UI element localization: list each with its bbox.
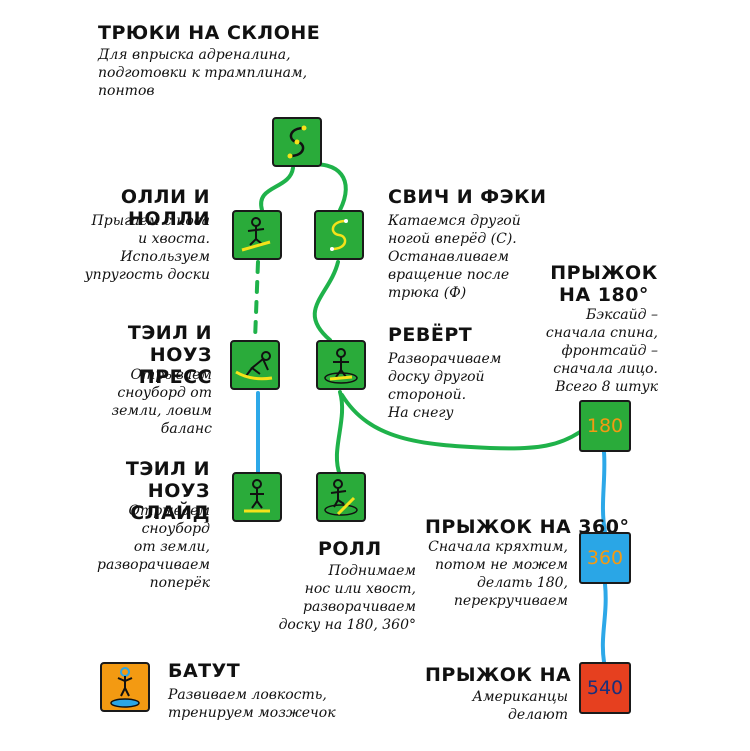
jump540-node: 540: [579, 662, 631, 714]
press-node: [230, 340, 280, 390]
jump360-title: ПРЫЖОК НА 360°: [425, 516, 630, 538]
link-360-to-540: [600, 582, 608, 664]
revert-desc: Разворачиваем доску другой стороной. На …: [388, 351, 502, 421]
revert-title: РЕВЁРТ: [388, 324, 473, 346]
link-root-to-olli: [259, 166, 295, 212]
roll-title: РОЛЛ: [318, 538, 382, 560]
jumping-boarder-icon: [241, 217, 271, 252]
page-subtitle: Для впрыска адреналина, подготовки к тра…: [98, 47, 308, 99]
link-switch-to-revert: [312, 260, 340, 342]
jump540-desc: Американцы делают: [472, 689, 568, 723]
roll-desc: Поднимаем нос или хвост, разворачиваем д…: [278, 563, 416, 633]
switch-node: [314, 210, 364, 260]
olli-node: [232, 210, 282, 260]
slide-desc: Отрываем сноуборд от земли, разворачивае…: [97, 503, 210, 591]
s-curve-icon: [330, 219, 348, 251]
switch-desc: Катаемся другой ногой вперёд (С). Остана…: [388, 213, 521, 301]
roll-boarder-icon: [324, 479, 358, 516]
slide-boarder-icon: [244, 479, 270, 513]
link-olli-to-press: [253, 260, 260, 342]
jump360-desc: Сначала кряхтим, потом не можем делать 1…: [428, 539, 568, 609]
link-180-to-360: [600, 450, 607, 534]
root-node: [272, 117, 322, 167]
olli-title: ОЛЛИ И НОЛЛИ: [120, 186, 210, 230]
press-desc: Отрываем сноуборд от земли, ловим баланс: [111, 367, 212, 437]
trampoline-node: [100, 662, 150, 712]
trampoline-jumper-icon: [110, 667, 140, 708]
slide-title: ТЭИЛ И НОУЗ СЛАЙД: [125, 458, 210, 524]
trampoline-title: БАТУТ: [168, 660, 241, 682]
jump180-title: ПРЫЖОК НА 180°: [550, 262, 658, 306]
s-curve-icon: [287, 125, 307, 159]
jump180-node: 180: [579, 400, 631, 452]
jump360-node: 360: [579, 532, 631, 584]
press-boarder-icon: [235, 351, 273, 381]
link-revert-to-roll: [334, 390, 345, 477]
olli-desc: Прыгаем с носа и хвоста. Используем упру…: [84, 213, 210, 283]
switch-title: СВИЧ И ФЭКИ: [388, 186, 547, 208]
link-root-to-switch: [303, 162, 348, 212]
revert-node: [316, 340, 366, 390]
link-revert-to-180: [340, 393, 582, 451]
roll-node: [316, 472, 366, 522]
press-title: ТЭИЛ И НОУЗ ПРЕСС: [127, 322, 212, 388]
jump180-desc: Бэксайд – сначала спина, фронтсайд – сна…: [545, 307, 658, 395]
slide-node: [232, 472, 282, 522]
page-title: ТРЮКИ НА СКЛОНЕ: [98, 22, 321, 44]
rotate-boarder-icon: [324, 348, 358, 384]
trampoline-desc: Развиваем ловкость, тренируем мозжечок: [168, 687, 336, 721]
